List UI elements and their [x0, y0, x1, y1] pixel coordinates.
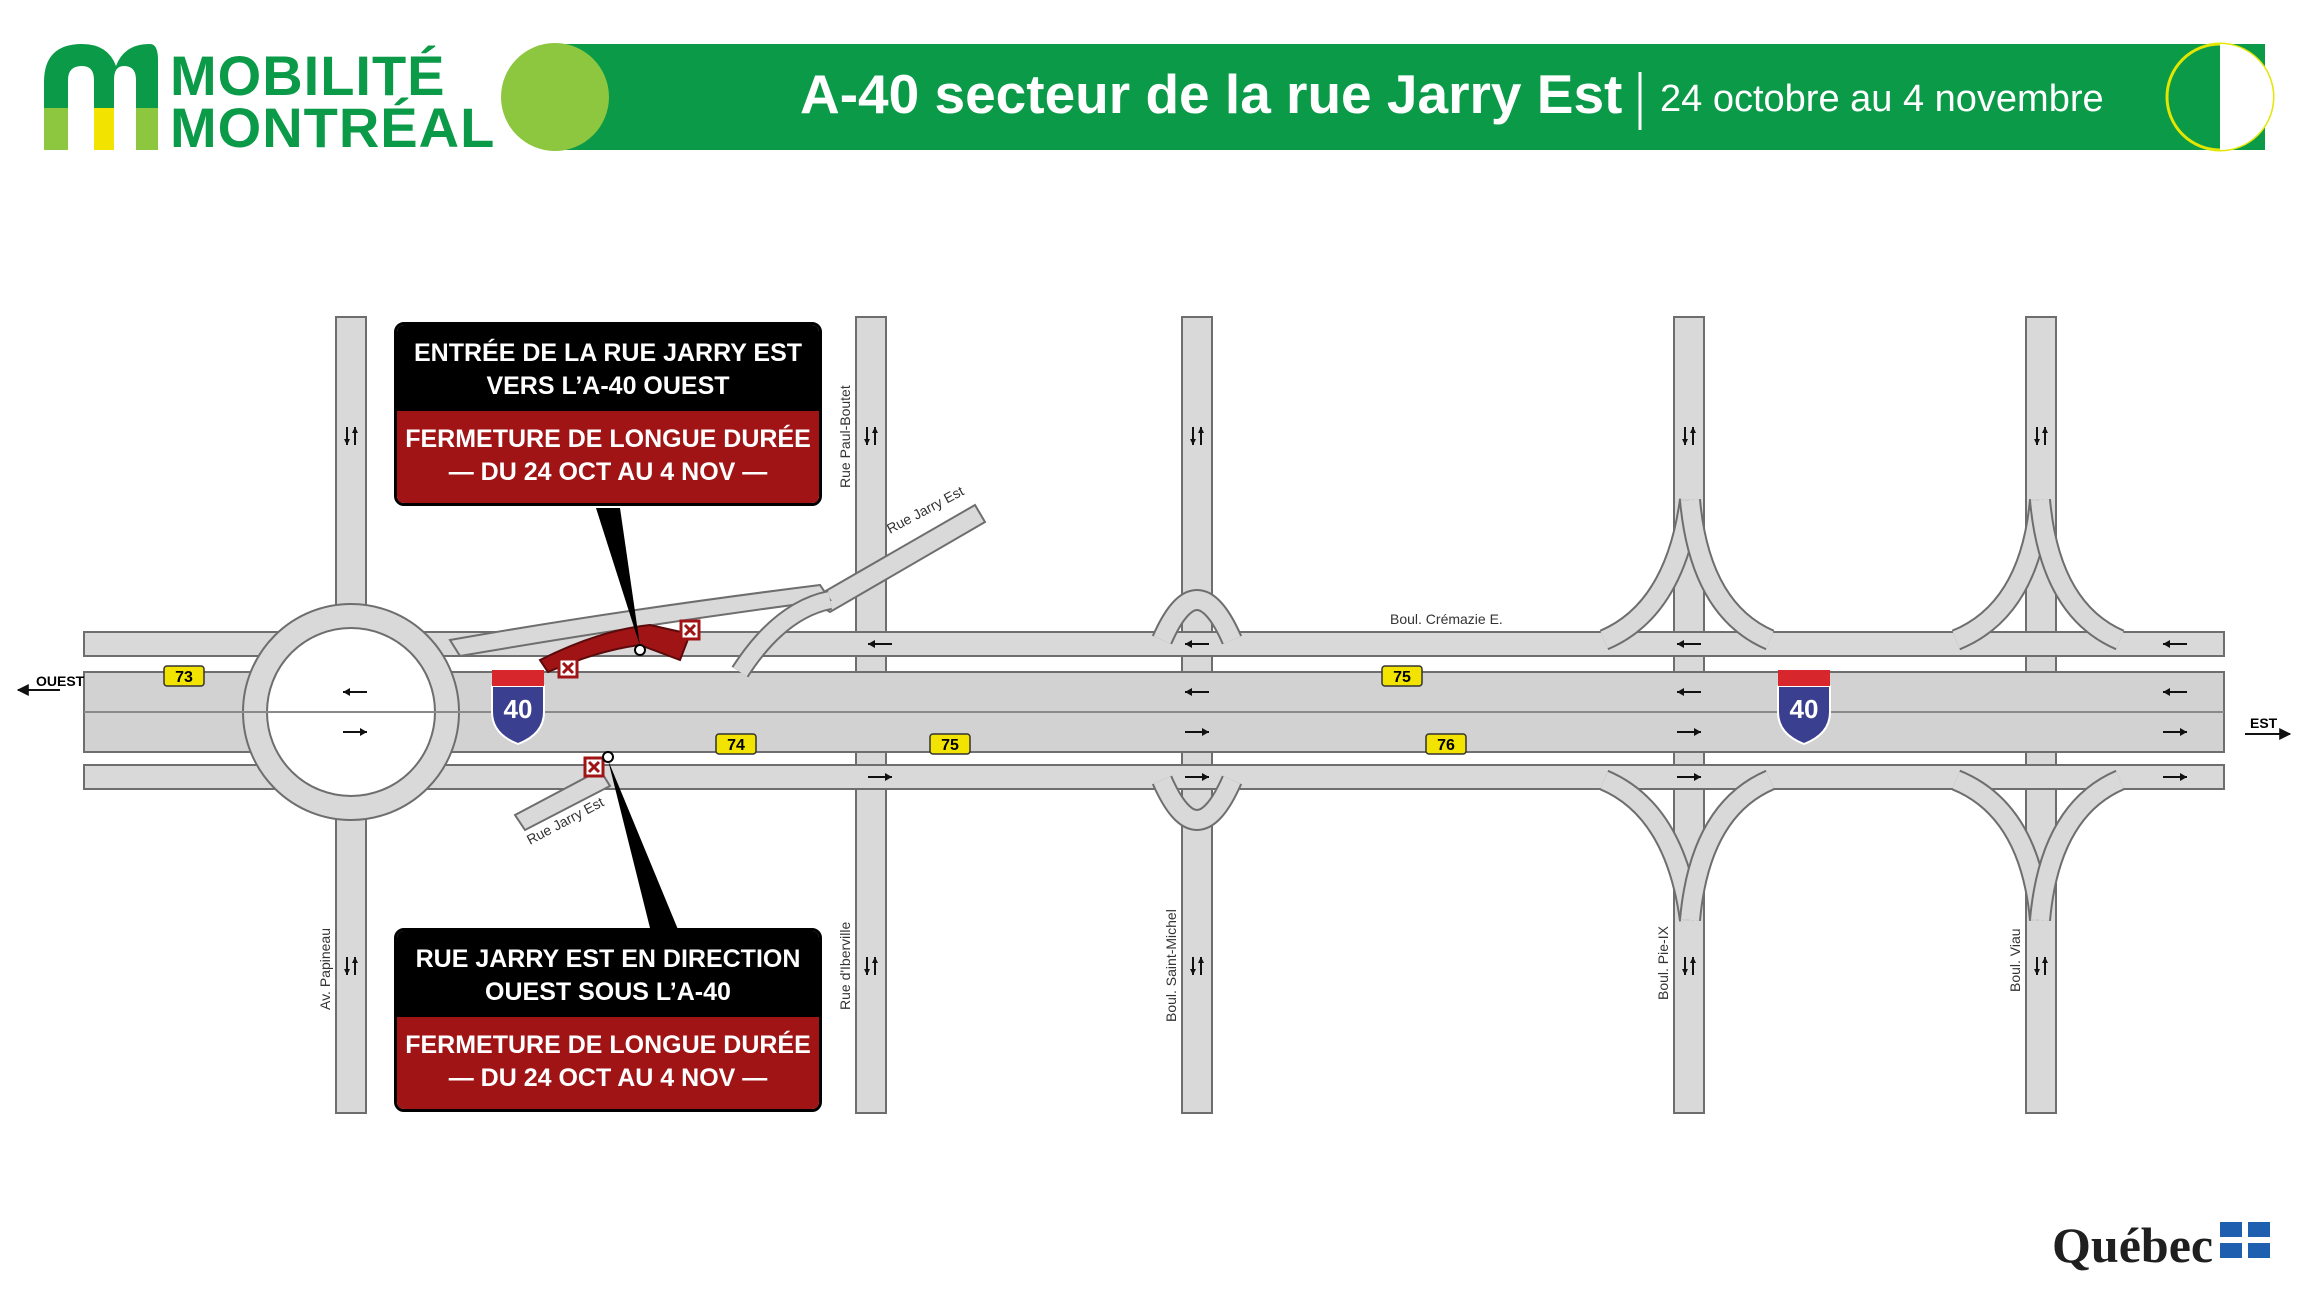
exit-number: 76 — [1437, 737, 1455, 754]
callout-closure-line: — DU 24 OCT AU 4 NOV — — [448, 458, 768, 486]
exit-tags: 73 74 75 75 76 — [163, 665, 1467, 755]
callout-jarry-under-a40: RUE JARRY EST EN DIRECTION OUEST SOUS L’… — [394, 928, 822, 1112]
callout-jarry-entrance: ENTRÉE DE LA RUE JARRY EST VERS L’A-40 O… — [394, 322, 822, 506]
exit-number: 75 — [941, 737, 959, 754]
callout-closure: FERMETURE DE LONGUE DURÉE — DU 24 OCT AU… — [397, 1017, 819, 1109]
callout-closure-line: — DU 24 OCT AU 4 NOV — — [448, 1064, 768, 1092]
title-banner — [501, 42, 2275, 152]
exit-number: 74 — [727, 737, 745, 754]
a40-shield-icon: 40 — [1777, 670, 1831, 746]
mobilite-montreal-logo — [44, 44, 158, 150]
callout-closure: FERMETURE DE LONGUE DURÉE — DU 24 OCT AU… — [397, 411, 819, 503]
west-label: OUEST — [36, 673, 85, 689]
callout-closure-line: FERMETURE DE LONGUE DURÉE — [405, 425, 811, 453]
banner-dates: 24 octobre au 4 novembre — [1660, 78, 2104, 120]
street-label-iberville: Rue d'Iberville — [837, 922, 853, 1010]
exit-number: 73 — [175, 669, 193, 686]
street-label-cremazie: Boul. Crémazie E. — [1390, 611, 1503, 627]
callout-heading-line: RUE JARRY EST EN DIRECTION — [415, 945, 801, 973]
closure-markers — [557, 619, 701, 778]
closure-x-icon — [557, 657, 579, 679]
east-label: EST — [2250, 715, 2278, 731]
callout-heading: RUE JARRY EST EN DIRECTION OUEST SOUS L’… — [397, 931, 819, 1017]
logo-line-1: MOBILITÉ — [170, 44, 446, 107]
callout-heading-line: VERS L’A-40 OUEST — [486, 372, 730, 400]
street-label-papineau: Av. Papineau — [317, 928, 333, 1010]
banner-title: A-40 secteur de la rue Jarry Est — [800, 63, 1623, 125]
quebec-flag-icon — [2220, 1222, 2270, 1258]
quebec-wordmark: Québec — [2052, 1217, 2214, 1273]
closure-x-icon — [583, 756, 605, 778]
callout-heading-line: ENTRÉE DE LA RUE JARRY EST — [413, 339, 803, 367]
closure-x-icon — [679, 619, 701, 641]
street-label-pie-ix: Boul. Pie-IX — [1655, 925, 1671, 1000]
callout-closure-line: FERMETURE DE LONGUE DURÉE — [405, 1031, 811, 1059]
callout-pointer — [608, 760, 684, 944]
a40-shield-number: 40 — [504, 694, 533, 724]
logo-line-2: MONTRÉAL — [170, 96, 496, 159]
a40-shield-number: 40 — [1790, 694, 1819, 724]
street-label-paul-boutet: Rue Paul-Boutet — [837, 385, 853, 488]
callout-heading-line: OUEST SOUS L’A-40 — [485, 978, 731, 1006]
callout-heading: ENTRÉE DE LA RUE JARRY EST VERS L’A-40 O… — [397, 325, 819, 411]
street-label-saint-michel: Boul. Saint-Michel — [1163, 909, 1179, 1022]
a40-shield-icon: 40 — [491, 670, 545, 746]
callout-pointer — [596, 508, 640, 646]
street-label-viau: Boul. Viau — [2007, 928, 2023, 992]
exit-number: 75 — [1393, 669, 1411, 686]
